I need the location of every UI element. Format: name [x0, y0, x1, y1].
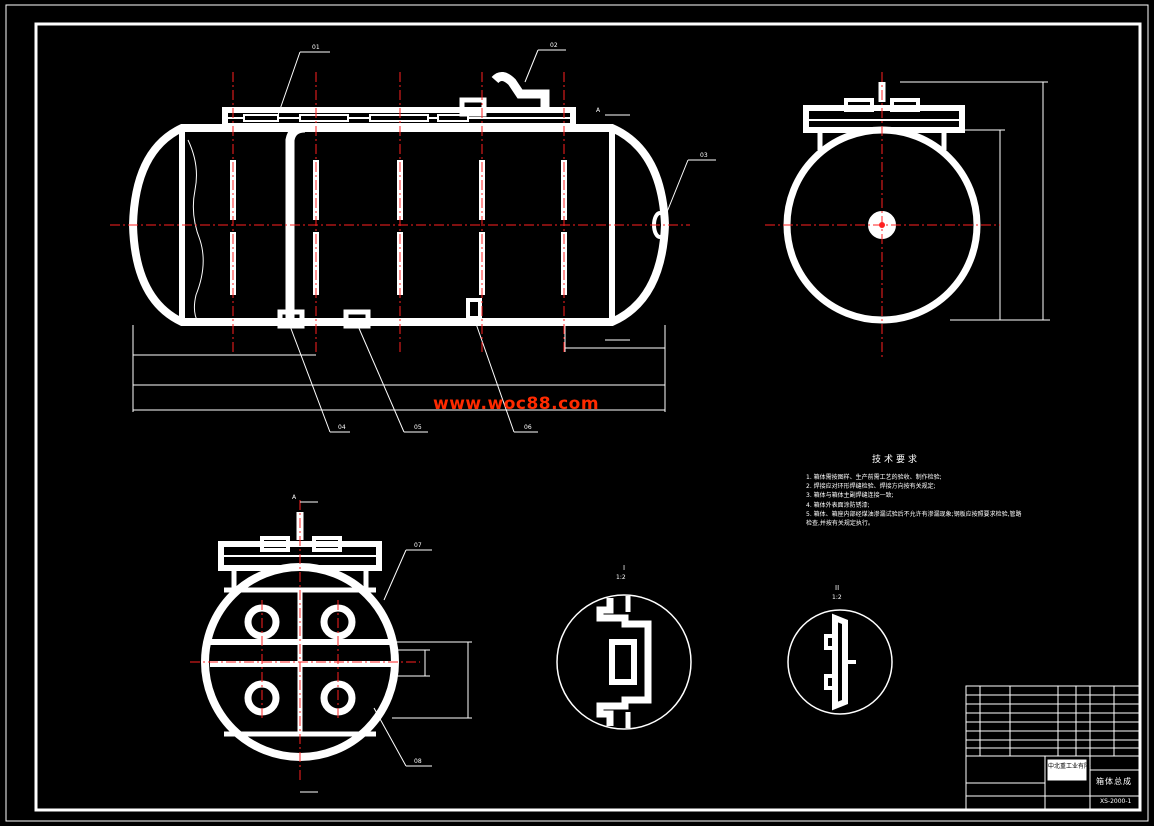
balloon-04: 04	[338, 424, 346, 431]
title-block-company: 中北重工业有限公司	[1048, 763, 1103, 770]
side-center-lines	[765, 72, 1000, 358]
requirement-item: 3. 箱体与箱体主副焊缝连接一致;	[806, 492, 894, 500]
title-block-drawing-no: XS-2000-1	[1100, 798, 1132, 805]
detail-i-label: I	[623, 564, 626, 572]
section-label-a-top: A	[596, 107, 601, 114]
requirement-item: 4. 箱体外表面涂防锈漆;	[806, 501, 870, 509]
side-view	[783, 81, 1050, 324]
detail-ii-view	[787, 609, 893, 715]
balloon-02: 02	[550, 42, 558, 49]
detail-ii-label: II	[835, 584, 840, 592]
requirement-item: 5. 箱体、箱座内部经煤油渗漏试验后不允许有渗漏现象;钢板应按照要求检验,管路	[806, 510, 1022, 518]
detail-i-scale: 1:2	[616, 574, 626, 581]
front-view	[128, 49, 716, 433]
watermark-text: www.woc88.com	[433, 394, 600, 414]
technical-requirements-list: 1. 箱体需按图样、生产前需工艺的验收、制作检验; 2. 焊接应对环形焊缝检验、…	[806, 473, 1022, 528]
title-block	[965, 685, 1141, 811]
requirement-item: 检查,并按有关规定执行。	[806, 520, 874, 528]
detail-ii-scale: 1:2	[832, 594, 842, 601]
balloon-06: 06	[524, 424, 532, 431]
balloon-08: 08	[414, 758, 422, 765]
technical-requirements-title: 技术要求	[872, 455, 921, 465]
detail-i-view	[556, 594, 692, 730]
section-a-center-lines	[190, 500, 420, 780]
inner-border	[34, 22, 1142, 812]
section-label-a-bottom: A	[292, 494, 297, 501]
title-block-drawing-name: 箱体总成	[1096, 777, 1132, 786]
balloon-01: 01	[312, 44, 320, 51]
balloon-03: 03	[700, 152, 708, 159]
section-markers	[300, 114, 630, 793]
requirement-item: 1. 箱体需按图样、生产前需工艺的验收、制作检验;	[806, 474, 942, 481]
balloon-07: 07	[414, 542, 422, 549]
requirement-item: 2. 焊接应对环形焊缝检验、焊接方向按有关规定;	[806, 483, 936, 491]
balloon-05: 05	[414, 424, 422, 431]
outer-border	[5, 4, 1149, 822]
front-center-lines	[110, 72, 690, 352]
